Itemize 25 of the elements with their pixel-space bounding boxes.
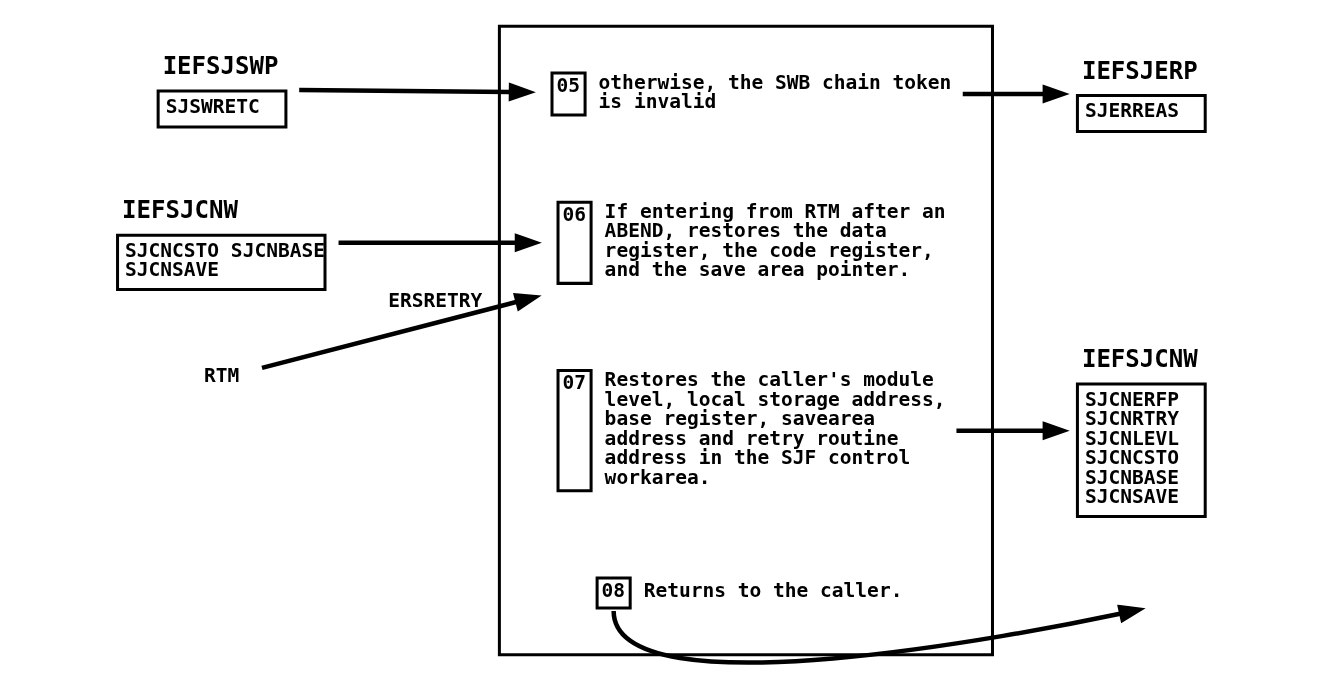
node-box: 07 — [556, 369, 593, 493]
node-box: SJCNERFP SJCNRTRY SJCNLEVL SJCNCSTO SJCNBASE SJCNSAVE — [1075, 382, 1207, 518]
arrow — [962, 84, 1070, 104]
arrow — [260, 293, 542, 371]
node-box: 05 — [550, 71, 587, 117]
arrow — [611, 604, 1146, 665]
cluster — [497, 24, 994, 657]
node-label: IEFSJSWP — [162, 52, 278, 81]
node-box: SJERREAS — [1075, 93, 1207, 134]
node-box: 08 — [595, 576, 632, 610]
node-box: 06 — [556, 200, 593, 285]
node-label: Restores the caller's module level, local storage address, base register, savearea address and retry routine address in the SJF control workarea. — [604, 368, 946, 489]
node-label: If entering from RTM after an ABEND, restores the data register, the code register, and the save area pointer. — [604, 199, 946, 282]
node-label: IEFSJCNW — [121, 196, 238, 225]
node-label: IEFSJERP — [1081, 56, 1198, 85]
node-label: Returns to the caller. — [643, 578, 902, 602]
arrow — [298, 82, 536, 102]
edge-label: ERSRETRY — [387, 288, 482, 312]
node-box: SJSWRETC — [156, 89, 287, 129]
arrow — [338, 233, 542, 253]
node-label: IEFSJCNW — [1081, 345, 1198, 374]
arrow — [955, 421, 1070, 441]
node-text: RTM — [203, 363, 239, 387]
node-box: SJCNCSTO SJCNBASE SJCNSAVE — [115, 233, 326, 291]
node-label: otherwise, the SWB chain token is invalid — [598, 70, 951, 114]
